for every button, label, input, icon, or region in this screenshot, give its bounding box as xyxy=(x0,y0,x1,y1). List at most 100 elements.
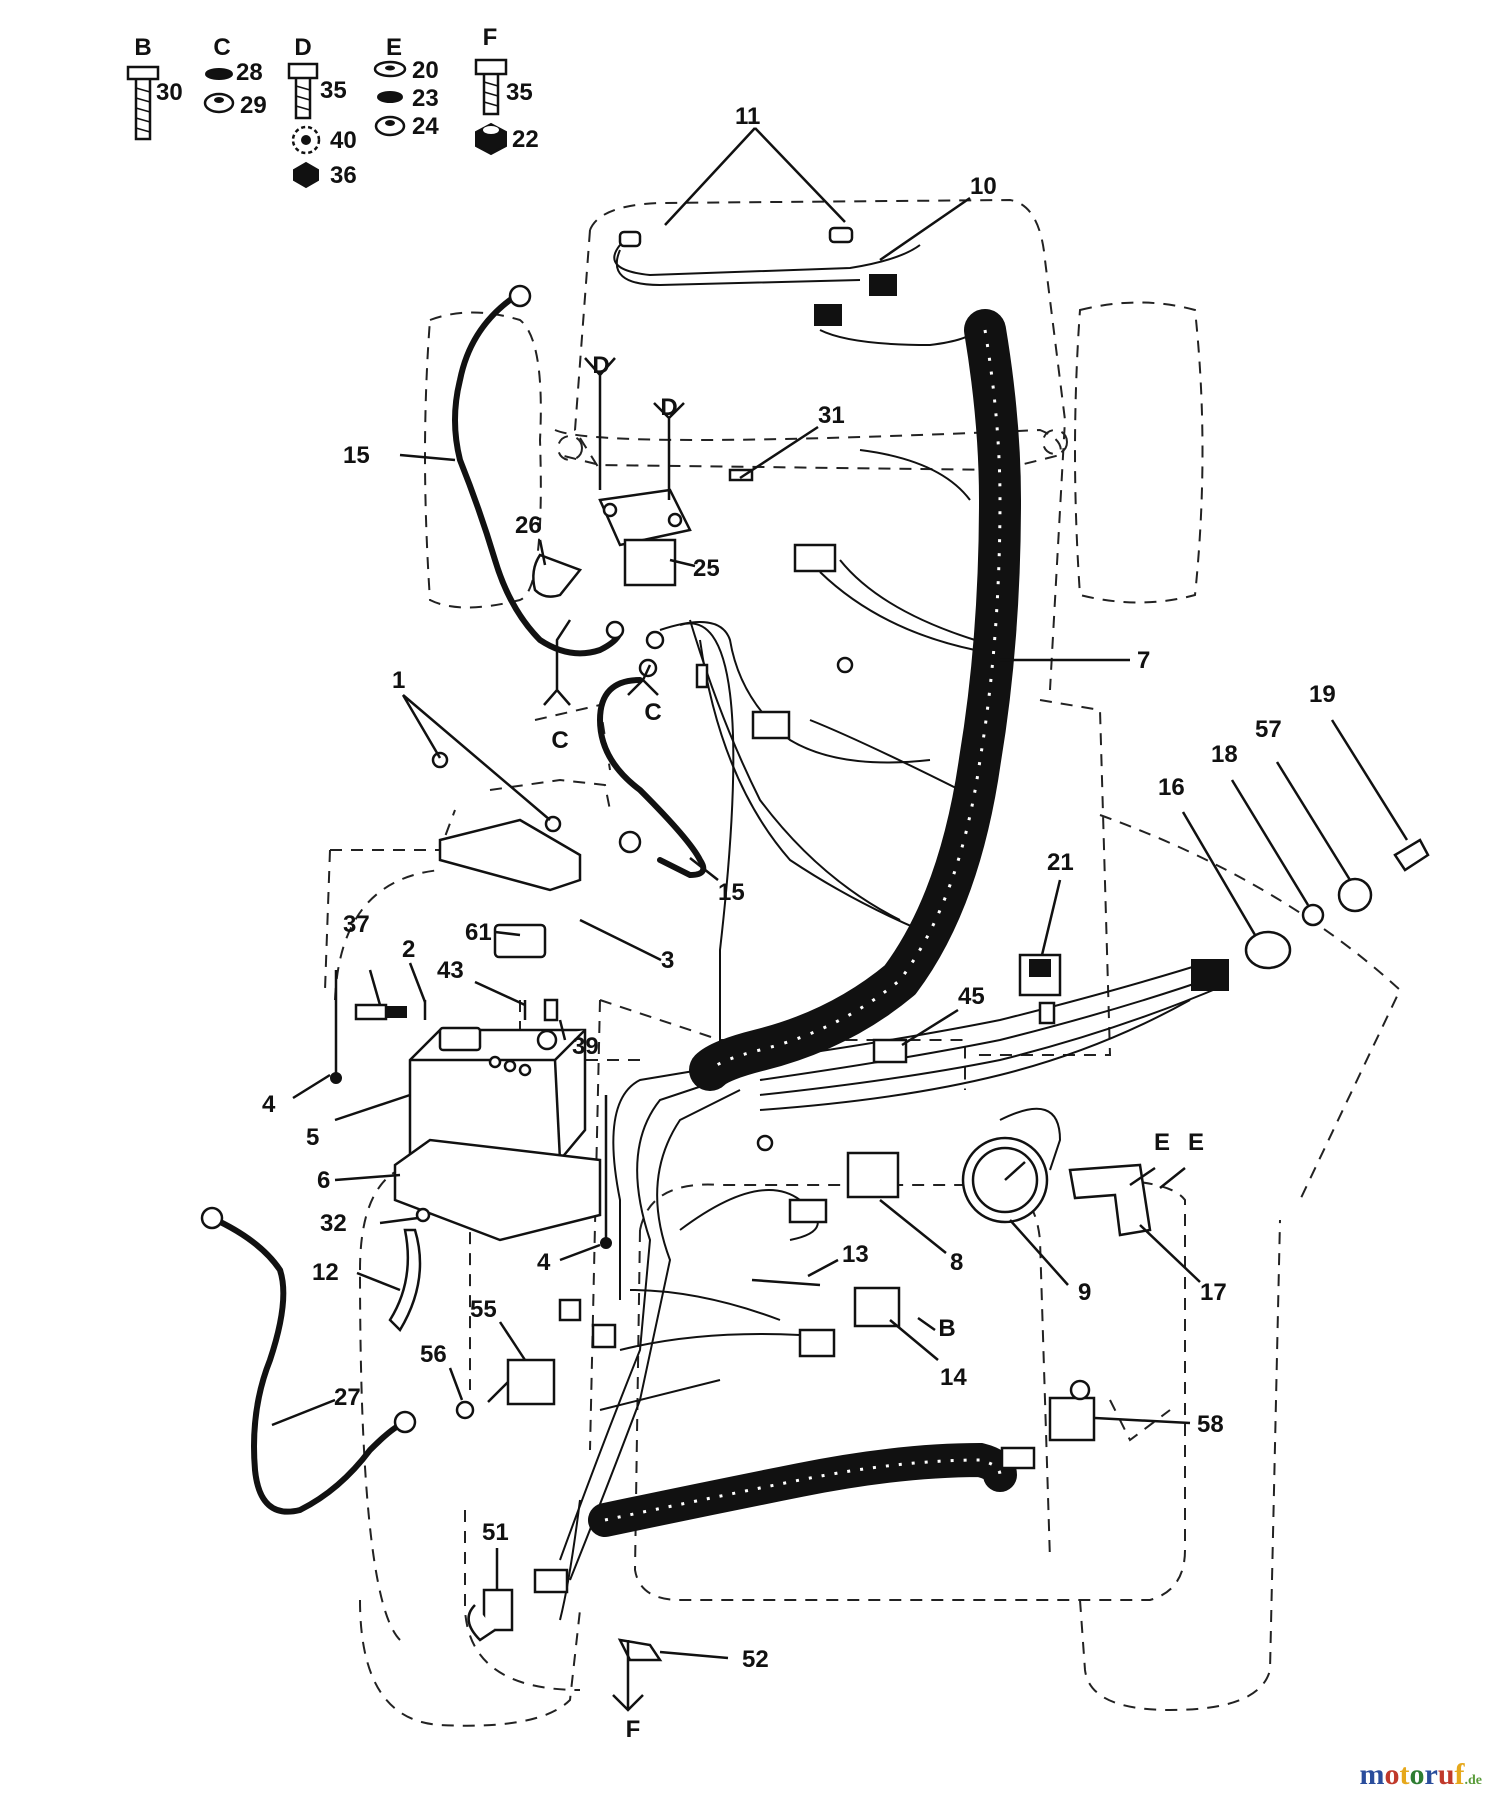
callout-12: 12 xyxy=(312,1259,339,1286)
lock-washer-icon xyxy=(205,68,233,80)
harness-dash-4 xyxy=(759,999,1191,1111)
leader-19 xyxy=(1330,719,1409,841)
leader-14 xyxy=(889,1319,939,1361)
harness-wire-g xyxy=(679,622,735,1070)
leader-31 xyxy=(739,425,819,480)
callout-61: 61 xyxy=(465,919,492,946)
seat-bracket xyxy=(1109,1399,1171,1442)
callout-3: 3 xyxy=(661,947,674,974)
callout-27: 27 xyxy=(334,1384,361,1411)
axle-pivot-right xyxy=(1042,429,1068,455)
mounting-hole xyxy=(602,502,618,518)
callout-16: 16 xyxy=(1158,774,1185,801)
callout-55: 55 xyxy=(470,1296,497,1323)
leader-12 xyxy=(356,1271,401,1292)
battery-cell-cap xyxy=(518,1063,532,1077)
leader-45 xyxy=(901,1008,959,1047)
harness-connector xyxy=(591,1323,617,1349)
leader-55 xyxy=(498,1321,527,1361)
ring-terminal xyxy=(836,656,854,674)
rocker-switch-terminal xyxy=(1038,1001,1056,1025)
harness-connector xyxy=(695,663,709,689)
hardware-key-letter-b: B xyxy=(134,34,151,61)
relay-8 xyxy=(846,1151,900,1199)
callout-9: 9 xyxy=(1078,1279,1091,1306)
mounting-hole xyxy=(667,512,683,528)
terminal-cover-61 xyxy=(493,923,547,959)
ring-terminal xyxy=(756,1134,774,1152)
hardware-part-24: 24 xyxy=(412,113,439,140)
battery-cell-cap xyxy=(488,1055,502,1069)
battery-cell-cap xyxy=(503,1059,517,1073)
callout-4-right: 4 xyxy=(537,1249,551,1276)
leader-21 xyxy=(1040,879,1062,956)
j-bolt-4-left-nut xyxy=(330,1072,342,1084)
hardware-ref-c-right: C xyxy=(644,699,661,726)
leader-43 xyxy=(474,980,526,1007)
hour-meter-needle xyxy=(1004,1161,1026,1181)
hardware-part-36: 36 xyxy=(330,162,357,189)
vent-tube-12 xyxy=(388,1228,422,1333)
hardware-ref-e-1: E xyxy=(1154,1129,1170,1156)
hardware-part-22: 22 xyxy=(512,126,539,153)
harness-wire-31 xyxy=(859,449,971,501)
leader-8 xyxy=(879,1199,947,1254)
callout-57: 57 xyxy=(1255,716,1282,743)
hardware-part-35-d: 35 xyxy=(320,77,347,104)
seat-switch-14 xyxy=(853,1286,901,1328)
battery-bay-side xyxy=(324,849,331,991)
bolt-icon xyxy=(287,62,319,120)
callout-11: 11 xyxy=(735,103,760,130)
hardware-ref-f: F xyxy=(626,1716,641,1743)
callout-10: 10 xyxy=(970,173,997,200)
bolt-37-thread xyxy=(385,1006,407,1018)
lock-nut-icon xyxy=(475,122,507,156)
lock-nut-insert-icon xyxy=(483,126,499,134)
hardware-ref-c-left: C xyxy=(551,727,568,754)
harness-gauge-wire xyxy=(999,1107,1062,1171)
battery-tray-6 xyxy=(393,1138,602,1242)
bolt-37 xyxy=(354,1003,388,1021)
j-bolt-4-right-nut xyxy=(600,1237,612,1249)
ring-terminal xyxy=(605,620,625,640)
ring-terminal xyxy=(645,630,665,650)
callout-58: 58 xyxy=(1197,1411,1224,1438)
leader-17 xyxy=(1139,1224,1201,1283)
toggle-switch-55 xyxy=(506,1358,556,1406)
grommet-32 xyxy=(415,1207,431,1223)
rear-left-wheel xyxy=(359,1599,581,1727)
leader-57 xyxy=(1275,761,1352,881)
hardware-part-35-f: 35 xyxy=(506,79,533,106)
gauge-bracket-17 xyxy=(1068,1163,1152,1237)
wiring-harness xyxy=(559,244,1226,1621)
leader-25 xyxy=(669,558,696,568)
headlight-wire-2 xyxy=(615,249,861,287)
callout-37: 37 xyxy=(343,911,370,938)
harness-dash-3 xyxy=(759,984,1226,1096)
hardware-part-20: 20 xyxy=(412,57,439,84)
callout-39: 39 xyxy=(572,1033,599,1060)
harness-wire-55b xyxy=(599,1379,721,1411)
rear-deck-top xyxy=(639,1183,1051,1561)
leader-d1 xyxy=(584,357,616,490)
pto-connector xyxy=(1000,1446,1036,1470)
harness-wire-51 xyxy=(559,1499,581,1621)
front-right-wheel xyxy=(1074,301,1204,604)
hex-nut-icon xyxy=(293,161,319,189)
hardware-key-letter-c: C xyxy=(213,34,230,61)
harness-connector xyxy=(798,1328,836,1358)
leader-11 xyxy=(664,127,846,226)
bolt-icon xyxy=(474,58,508,116)
ground-cable-27 xyxy=(209,1215,403,1515)
leader-1 xyxy=(401,694,551,821)
callout-7: 7 xyxy=(1137,647,1150,674)
components xyxy=(330,226,1430,1662)
leader-6 xyxy=(334,1173,401,1182)
hardware-ref-d-left: D xyxy=(592,352,609,379)
connector-51-loop xyxy=(467,1604,496,1642)
callout-51: 51 xyxy=(482,1519,509,1546)
leader-18 xyxy=(1230,779,1310,906)
battery-bay-curve xyxy=(334,869,441,1001)
leader-4-right xyxy=(559,1243,601,1262)
callouts: 11 10 15 31 26 25 7 1 15 3 61 37 2 43 39… xyxy=(262,103,1336,1743)
